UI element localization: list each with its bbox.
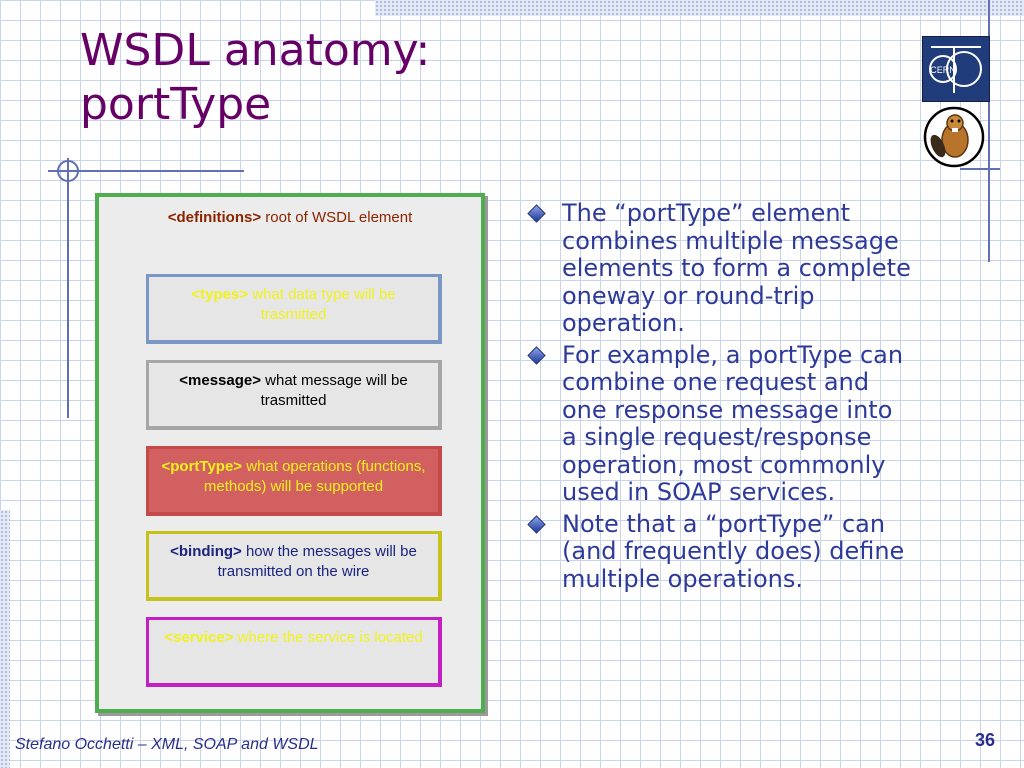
title-line-2: portType [80,79,272,130]
porttype-box: <portType> what operations (functions, m… [146,446,442,516]
bullet-text: For example, a portType can combine one … [562,340,904,506]
message-tag: <message> [179,372,261,389]
crosshair-circle [57,160,79,182]
porttype-desc: what operations (functions, methods) wil… [203,458,426,495]
right-horizontal-line [960,168,1000,170]
types-tag: <types> [191,286,249,303]
left-hatch-band [0,510,10,768]
beaver-logo [922,106,986,168]
bullet-text: The “portType” element combines multiple… [562,199,911,337]
top-hatch-band [375,0,1024,16]
bullet-item: For example, a portType can combine one … [527,340,913,507]
left-vertical-line [67,158,69,418]
title-line-1: WSDL anatomy: [80,25,431,76]
diamond-bullet-icon [527,345,546,365]
bullet-item: The “portType” element combines multiple… [527,199,913,338]
types-desc: what data type will be trasmitted [248,286,396,323]
diamond-bullet-icon [527,204,546,223]
diamond-bullet-icon [527,514,546,534]
slide-title: WSDL anatomy: portType [80,24,520,132]
binding-box: <binding> how the messages will be trans… [146,531,442,601]
cern-logo-text: CERN [930,65,956,75]
cern-logo-mark: CERN [929,46,982,93]
service-desc: where the service is located [233,629,423,646]
slide-footer: Stefano Occhetti – XML, SOAP and WSDL [15,736,319,753]
service-box: <service> where the service is located [146,617,442,687]
definitions-tag: <definitions> [167,209,262,226]
title-underline [48,170,244,172]
porttype-tag: <portType> [161,458,243,475]
binding-desc: how the messages will be transmitted on … [217,543,417,580]
bullet-item: Note that a “portType” can (and frequent… [527,509,913,594]
cern-logo: CERN [922,36,990,102]
bullet-text: Note that a “portType” can (and frequent… [562,509,905,593]
message-desc: what message will be trasmitted [260,372,408,409]
page-number: 36 [974,730,995,750]
definitions-label: <definitions> root of WSDL element [99,209,481,226]
right-vertical-line [988,0,990,262]
message-box: <message> what message will be trasmitte… [146,360,442,430]
beaver-icon [923,106,985,168]
wsdl-definitions-frame: <definitions> root of WSDL element <type… [95,193,485,713]
types-box: <types> what data type will be trasmitte… [146,274,442,344]
service-tag: <service> [164,629,234,646]
binding-tag: <binding> [170,543,242,560]
bullet-list: The “portType” element combines multiple… [527,199,913,597]
definitions-desc: root of WSDL element [261,209,413,226]
